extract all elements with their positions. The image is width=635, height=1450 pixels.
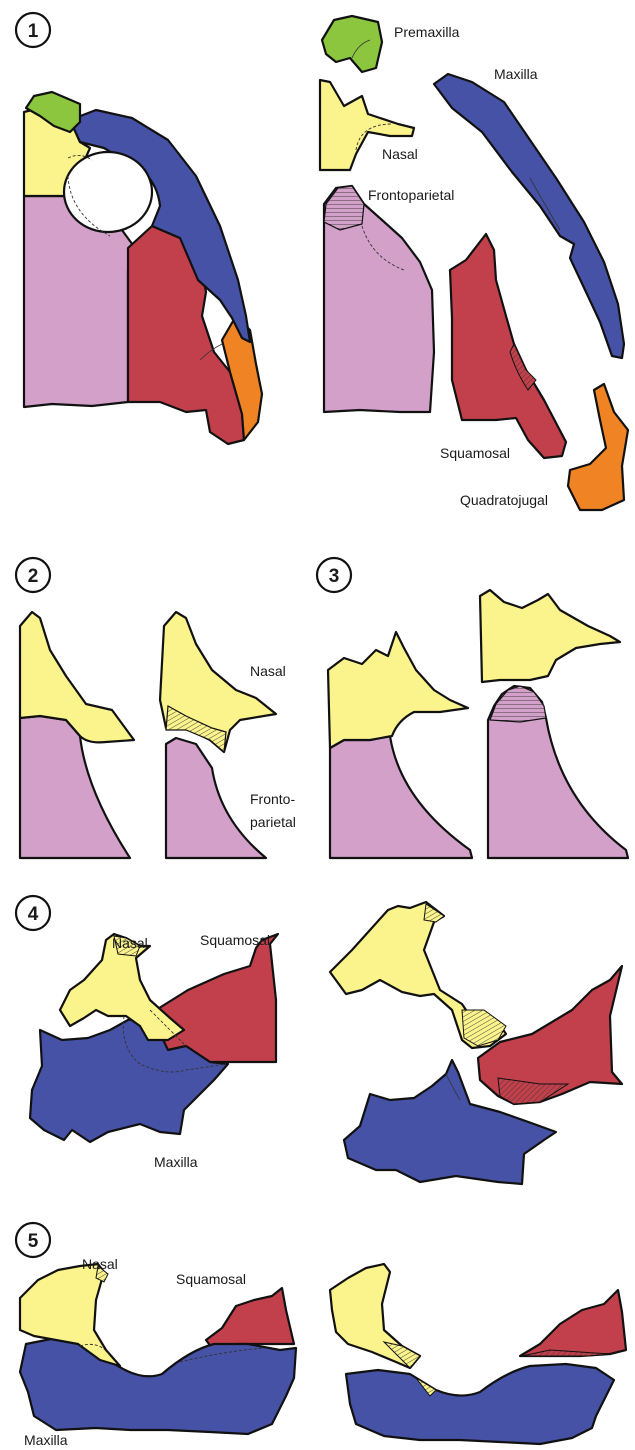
panel-number-4: 4	[16, 896, 50, 930]
premaxilla-bone-separate	[322, 16, 382, 72]
panel-number-5: 5	[16, 1223, 50, 1257]
label-squamosal: Squamosal	[440, 445, 510, 461]
svg-text:2: 2	[28, 566, 39, 587]
label-premaxilla: Premaxilla	[394, 24, 460, 40]
label-squamosal-p4: Squamosal	[200, 932, 270, 948]
label-nasal-p4: Nasal	[112, 935, 148, 951]
label-fronto-line1: Fronto-	[250, 791, 295, 807]
label-nasal-p2: Nasal	[250, 663, 286, 679]
squamosal-bone-separate	[450, 234, 566, 458]
nasal-bone-articulated-3	[328, 632, 468, 748]
label-quadratojugal: Quadratojugal	[460, 492, 548, 508]
quadratojugal-bone-separate	[568, 384, 628, 510]
panel-number-2: 2	[16, 558, 50, 592]
label-maxilla-p5: Maxilla	[24, 1432, 68, 1448]
panel-number-3: 3	[317, 558, 351, 592]
orbit-opening	[64, 152, 152, 232]
panel-4: 4 Nasal Squamosal Maxilla	[16, 896, 622, 1184]
label-maxilla-p4: Maxilla	[154, 1154, 198, 1170]
label-squamosal-p5: Squamosal	[176, 1271, 246, 1287]
label-frontoparietal: Frontoparietal	[368, 187, 454, 203]
panel-3: 3	[317, 558, 628, 858]
panel-number-1: 1	[16, 13, 50, 47]
label-fronto-line2: parietal	[250, 814, 296, 830]
svg-text:4: 4	[28, 904, 39, 925]
squamosal-bone-articulated-5	[206, 1288, 294, 1348]
label-nasal: Nasal	[382, 146, 418, 162]
svg-text:1: 1	[28, 21, 39, 42]
panel-1: 1	[16, 13, 628, 510]
label-nasal-p5: Nasal	[82, 1256, 118, 1272]
maxilla-bone-articulated-5	[20, 1338, 296, 1434]
panel-2: 2 Nasal Fronto- parietal	[16, 558, 296, 858]
maxilla-bone-separated-5	[346, 1364, 614, 1444]
articulated-skull	[24, 92, 262, 444]
nasal-bone-separated-3	[480, 590, 620, 682]
squamosal-bone-separated-5	[520, 1290, 626, 1356]
svg-text:5: 5	[28, 1231, 39, 1252]
svg-text:3: 3	[329, 566, 340, 587]
frontoparietal-bone-articulated-3	[330, 736, 472, 858]
disarticulated-bones: Premaxilla Maxilla Nasal Frontoparietal …	[320, 16, 628, 510]
label-maxilla: Maxilla	[494, 66, 538, 82]
squamosal-bone-articulated-4	[156, 934, 278, 1062]
panel-5: 5 Nasal Squamosal Maxilla	[16, 1223, 626, 1448]
